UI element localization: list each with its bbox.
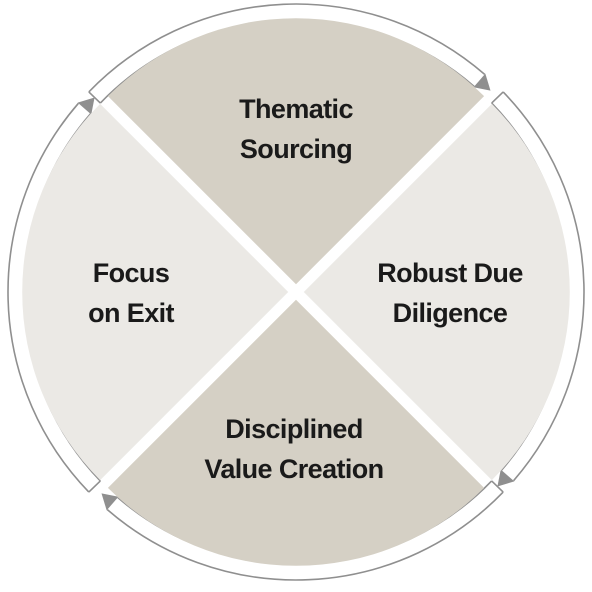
arrow-top-right-head bbox=[473, 73, 491, 91]
quadrant-bottom bbox=[107, 299, 485, 566]
quadrant-top bbox=[107, 18, 485, 285]
quadrant-label-line: Disciplined bbox=[225, 414, 362, 444]
quadrant-left bbox=[22, 103, 289, 481]
quadrant-label-line: Sourcing bbox=[240, 134, 352, 164]
quadrant-right bbox=[303, 103, 570, 481]
arrow-right-bottom-head bbox=[497, 469, 515, 487]
quadrant-label-line: Robust Due bbox=[377, 258, 523, 288]
quadrant-label-line: Diligence bbox=[393, 298, 508, 328]
quadrant-label-line: on Exit bbox=[88, 298, 174, 328]
quadrant-label-line: Focus bbox=[93, 258, 170, 288]
arrow-bottom-left-head bbox=[101, 493, 119, 511]
quadrant-label-line: Value Creation bbox=[204, 454, 383, 484]
quadrant-label-left: Focus on Exit bbox=[88, 258, 174, 328]
quadrant-label-line: Thematic bbox=[239, 94, 353, 124]
arrow-left-top-head bbox=[77, 97, 95, 115]
